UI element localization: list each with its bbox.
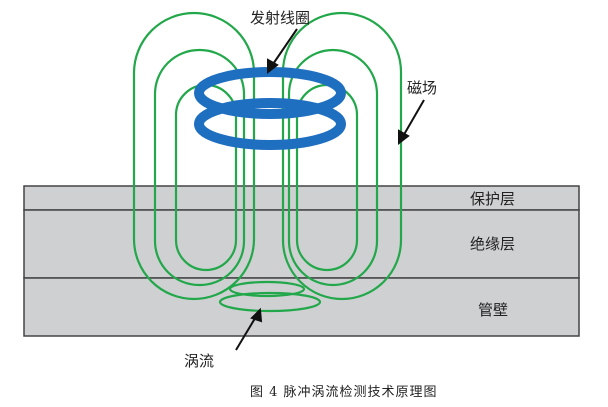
- field-line-left-outer: [132, 11, 256, 301]
- eddy-current-label: 涡流: [184, 352, 214, 370]
- field-line-right-middle: [287, 48, 379, 287]
- field-line-right-outer: [281, 11, 403, 301]
- eddy-current-loops: [218, 280, 322, 313]
- protective-layer-label: 保护层: [470, 190, 515, 208]
- transmit-coil-label: 发射线圈: [250, 9, 310, 27]
- field-arrow-head: [398, 129, 410, 146]
- insulation-layer: [23, 209, 580, 279]
- eddy-arrow-head: [250, 307, 263, 323]
- insulation-layer-label: 绝缘层: [470, 235, 515, 253]
- eddy-loop-upper: [228, 280, 306, 298]
- coil-arrow-line: [270, 28, 298, 68]
- coil-ring-lower: [194, 98, 346, 150]
- eddy-arrow-line: [235, 314, 258, 351]
- coil-arrow-head: [267, 58, 279, 75]
- field-arrow-line: [401, 99, 425, 139]
- figure-caption: 图 4 脉冲涡流检测技术原理图: [250, 385, 438, 400]
- layer-stack: [23, 185, 580, 337]
- protective-layer: [23, 185, 580, 211]
- coil-ring-upper: [194, 67, 346, 119]
- pointer-arrows: [235, 28, 425, 351]
- pipe-wall-layer: [23, 277, 580, 337]
- eddy-loop-lower: [218, 291, 322, 313]
- magnetic-field-label: 磁场: [407, 79, 437, 97]
- field-line-left-middle: [153, 48, 246, 287]
- transmit-coil: [194, 67, 346, 150]
- pipe-wall-label: 管壁: [478, 301, 508, 319]
